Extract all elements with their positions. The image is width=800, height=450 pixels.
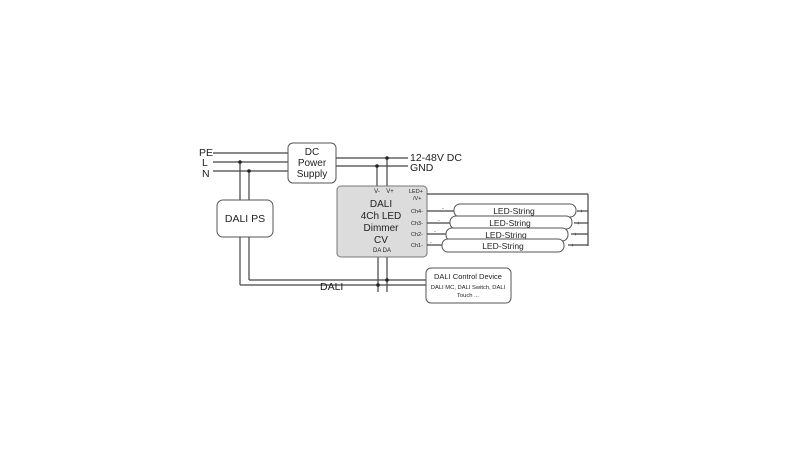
gnd-label: GND [410,162,434,174]
minus-mark: - [438,218,440,224]
junction-dot [376,283,380,287]
minus-mark: - [442,206,444,212]
junction-dot [375,164,379,168]
minus-mark: - [430,240,432,246]
led-string-1-label: LED-String [482,241,524,251]
plus-mark: + [571,243,574,249]
dimmer-label-cv: CV [374,235,388,246]
dimmer-label-dali: DALI [370,199,392,210]
psu-label-dc: DC [305,147,319,158]
l-label: L [202,157,208,169]
junction-dot [238,160,242,164]
plus-mark: + [574,232,577,238]
plus-mark: + [580,209,583,215]
ch4-label: Ch4- [411,209,423,215]
pe-label: PE [199,147,213,159]
ch2-label: Ch2- [411,232,423,238]
vminus-terminal-label: V- [374,189,380,195]
dali-bus-wires [239,237,428,292]
dali-ps-label: DALI PS [225,213,265,225]
control-device-title: DALI Control Device [434,272,502,281]
psu-label-power: Power [298,158,327,169]
ch3-label: Ch3- [411,221,423,227]
led-plus-label: LED+ [409,189,423,195]
mains-wires [213,152,288,172]
psu-label-supply: Supply [297,169,328,180]
channel-wires [427,210,456,246]
minus-mark: - [434,229,436,235]
dali-bus-label: DALI [320,281,343,293]
junction-dot [385,156,389,160]
n-label: N [202,168,210,180]
dali-control-device-box [425,267,512,304]
ch1-label: Ch1- [411,243,423,249]
junction-dot [385,278,389,282]
junction-dot [247,169,251,173]
da-terminal-label: DA DA [373,248,391,254]
dali-ps-box [216,199,274,238]
led-string-4-label: LED-String [493,206,535,216]
dali-dimmer-box [336,185,428,258]
dali-ps-feed-wires [239,162,250,200]
dc-power-supply-box [287,142,337,184]
dimmer-label-4ch: 4Ch LED [361,211,402,222]
control-device-line2: DALI MC, DALI Switch, DALI [431,285,506,291]
led-plus-bus [427,193,589,246]
voltage-label: 12-48V DC [410,152,462,164]
led-string-1 [441,238,565,253]
dc-output-wires [336,157,408,188]
led-string-2-label: LED-String [485,230,527,240]
plus-mark: + [577,221,580,227]
control-device-line3: Touch ... [457,293,479,299]
dimmer-label-dimmer: Dimmer [364,223,400,234]
vplus-terminal-label: V+ [386,189,394,195]
led-string-3-label: LED-String [489,218,531,228]
vplus-out-label: /V+ [413,196,421,202]
